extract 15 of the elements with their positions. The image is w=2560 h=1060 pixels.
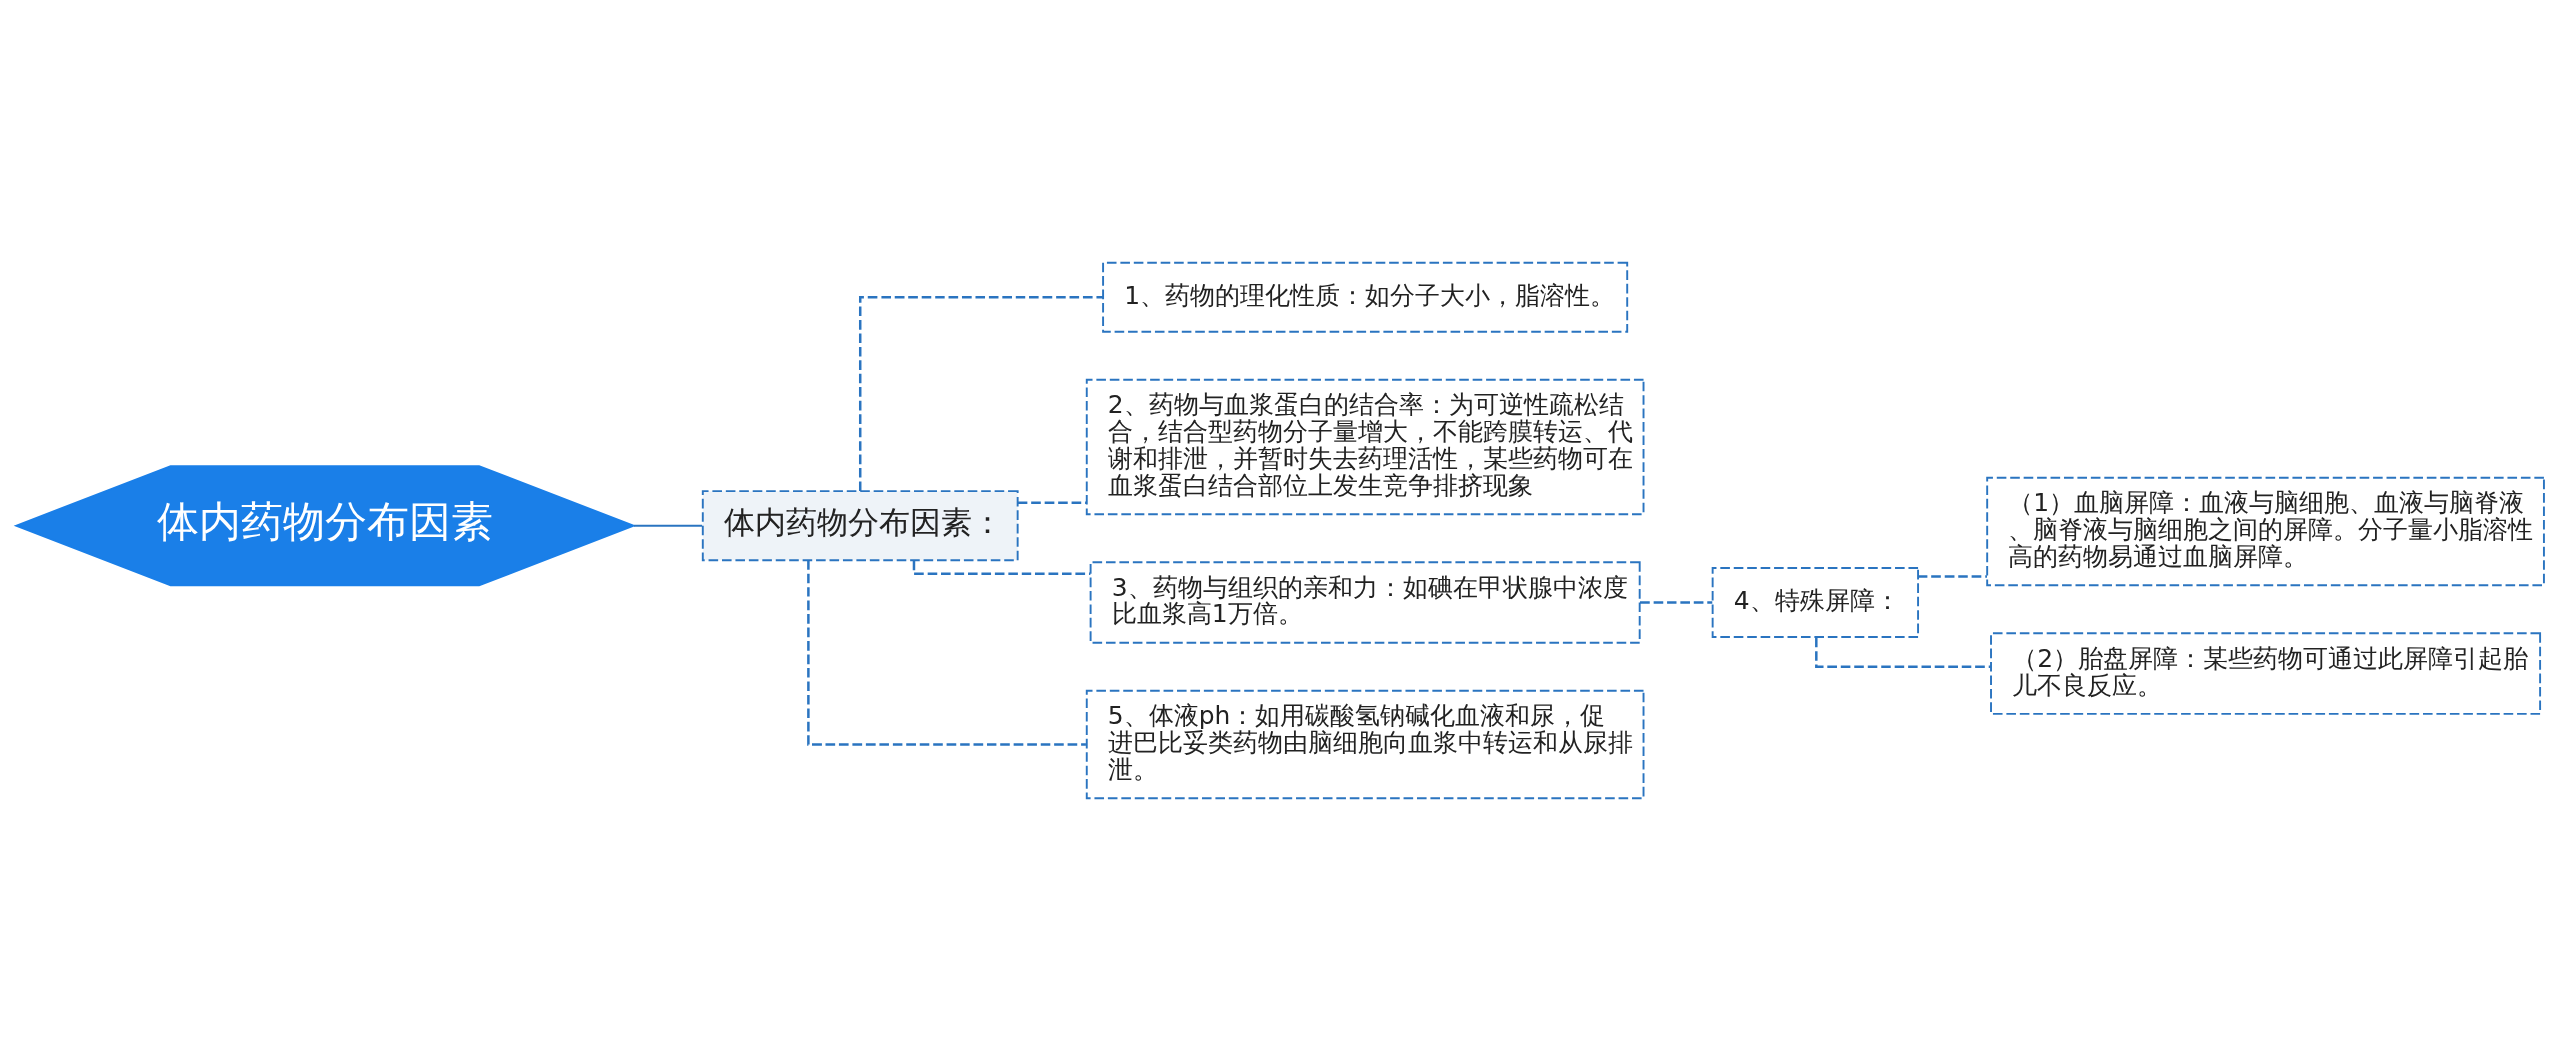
connector [807,559,1086,746]
connector [1640,600,1713,604]
connector [912,560,1091,575]
node-box: 3、药物与组织的亲和力：如碘在甲状腺中浓度比血浆高1万倍。 [1089,560,1641,644]
node-box: 体内药物分布因素： [701,489,1019,561]
node-box: 2、药物与血浆蛋白的结合率：为可逆性疏松结合，结合型药物分子量增大，不能跨膜转运、代谢和排泄，并暂时失去药理活性，某些药物可在血浆蛋白结合部位上发生竞争排挤现象 [1085,378,1645,515]
node-box: （2）胎盘屏障：某些药物可通过此屏障引起胎儿不良反应。 [1990,631,2542,715]
connector [633,524,704,527]
node-box: 1、药物的理化性质：如分子大小，脂溶性。 [1102,261,1629,333]
connector [1017,500,1087,504]
node-box: 4、特殊屏障： [1711,566,1920,638]
connector [1918,574,1987,578]
node-box: （1）血脑屏障：血液与脑细胞、血液与脑脊液、脑脊液与脑细胞之间的屏障。分子量小脂溶性高的药物易通过血脑屏障。 [1986,476,2545,586]
connector [858,295,1104,491]
node-box: 5、体液ph：如用碳酸氢钠碱化血液和尿，促进巴比妥类药物由脑细胞向血浆中转运和从尿排泄。 [1085,689,1645,799]
